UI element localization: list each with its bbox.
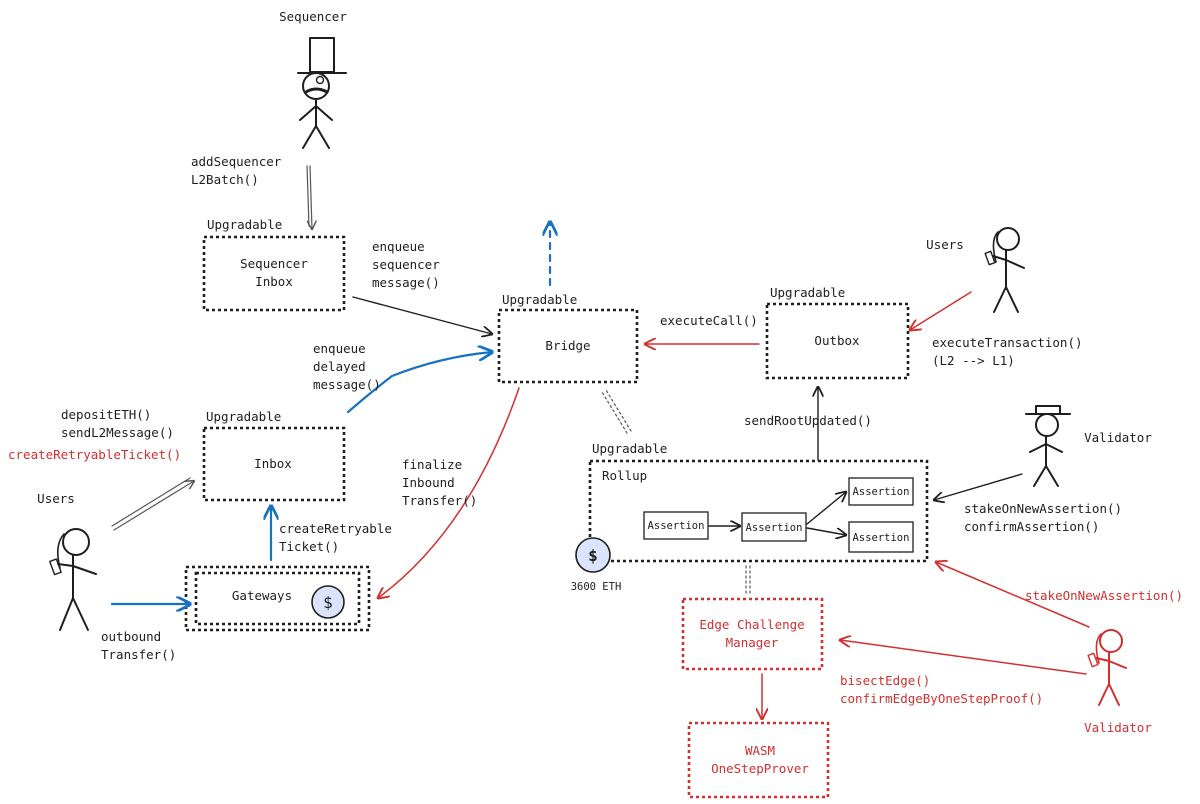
rollup-bridge-dotted-link [601,391,628,434]
assertion-label: Assertion [648,520,705,532]
rollup-label: Rollup [602,468,647,483]
edge-challenge-manager-line1: Edge Challenge [699,617,804,632]
assertion-link-arrow [806,527,846,535]
assertion-label: Assertion [853,532,910,544]
stick-figure-top-hat-icon [1025,405,1071,487]
inbox-to-bridge-arrow [346,352,492,414]
assertion-label: Assertion [746,522,803,534]
validator-bottom-label: Validator [1084,720,1152,735]
stick-figure-user-phone-icon [984,227,1025,313]
validator-to-rollup-arrow [934,473,1023,500]
enqueue-sequencer-label-3: message() [372,275,440,290]
enqueue-delayed-label-3: message() [313,377,381,392]
stick-figure-top-hat-icon [297,37,347,149]
finalize-inbound-label-1: finalize [402,457,462,472]
wasm-one-step-prover-line1: WASM [745,743,775,758]
sequencer-to-sequencer-inbox-arrow [306,165,310,227]
stick-figure-user-phone-icon [49,528,97,631]
sequencer-inbox-to-bridge-arrow [352,296,492,334]
enqueue-sequencer-label-1: enqueue [372,239,425,254]
inbox-box [202,426,346,502]
enqueue-delayed-label-2: delayed [313,359,366,374]
dollar-coin-icon: $ [311,585,345,619]
users-to-inbox-arrow [111,477,191,527]
rollup-balance: 3600 ETH [571,581,622,593]
wasm-one-step-prover-line2: OneStepProver [711,761,809,776]
send-l2-message-label: sendL2Message() [61,425,174,440]
dollar-coin-symbol: $ [323,593,333,612]
finalize-inbound-label-2: Inbound [402,475,455,490]
execute-call-label: executeCall() [660,313,758,328]
rollup-upgradable-tag: Upgradable [592,441,667,456]
bridge-label: Bridge [545,338,590,353]
outbox-label: Outbox [814,333,860,348]
outbound-transfer-label-1: outbound [101,629,161,644]
assertion-box [741,512,807,542]
sequencer-to-sequencer-inbox-arrow [310,165,312,229]
rollup-bridge-dotted-link [605,389,632,432]
send-root-updated-label: sendRootUpdated() [744,413,872,428]
bridge-to-gateways-arrow [378,387,520,598]
edge-challenge-manager-line2: Manager [726,635,779,650]
outbox-box [765,302,910,380]
users-left-label: Users [37,491,75,506]
assertion-label: Assertion [853,486,910,498]
confirm-assertion-label: confirmAssertion() [964,519,1099,534]
validator-to-rollup-red-arrow [936,562,1090,628]
create-retryable-ticket-label-1: createRetryable [279,521,392,536]
assertion-box [848,477,914,506]
users-top-right-label: Users [926,237,964,252]
users-to-outbox-arrow [910,291,972,330]
add-sequencer-label-1: addSequencer [191,154,282,169]
sequencer-inbox-upgradable-tag: Upgradable [207,217,282,232]
gateways-label: Gateways [232,588,292,603]
add-sequencer-label-2: L2Batch() [191,172,259,187]
execute-transaction-label-2: (L2 --> L1) [932,353,1015,368]
create-retryable-ticket-red-label: createRetryableTicket() [8,447,181,462]
sequencer-inbox-label-line2: Inbox [255,274,293,289]
create-retryable-ticket-label-2: Ticket() [279,539,339,554]
sequencer-inbox-label-line1: Sequencer [240,256,308,271]
stake-on-new-assertion-label: stakeOnNewAssertion() [964,501,1122,516]
validator-to-edge-challenge-manager-arrow [840,640,1087,675]
execute-transaction-label-1: executeTransaction() [932,335,1083,350]
stick-figure-user-phone-icon [1087,629,1127,706]
inbox-label: Inbox [254,456,292,471]
confirm-edge-label: confirmEdgeByOneStepProof() [840,691,1043,706]
gateways-box-outer [184,565,371,632]
assertion-box [848,521,914,553]
deposit-eth-label: depositETH() [61,407,151,422]
bridge-upgradable-tag: Upgradable [502,292,577,307]
bridge-box [497,308,639,384]
inbox-upgradable-tag: Upgradable [206,409,281,424]
assertion-link-arrow [806,492,846,525]
bisect-edge-label: bisectEdge() [840,673,930,688]
gateways-box-inner [194,571,361,626]
users-to-inbox-arrow [113,481,194,531]
wasm-one-step-prover-box [687,721,830,799]
enqueue-sequencer-label-2: sequencer [372,257,440,272]
stake-on-new-assertion-red-label: stakeOnNewAssertion() [1025,588,1183,603]
rollup-box [588,459,929,563]
dollar-coin-icon: $ [575,537,611,573]
finalize-inbound-label-3: Transfer() [402,493,477,508]
assertion-box [643,511,709,540]
dollar-coin-symbol: $ [588,546,598,565]
validator-right-label: Validator [1084,430,1152,445]
outbox-upgradable-tag: Upgradable [770,285,845,300]
enqueue-delayed-label-1: enqueue [313,341,366,356]
sequencer-inbox-box [202,235,346,312]
outbound-transfer-label-2: Transfer() [101,647,176,662]
edge-challenge-manager-box [681,597,824,671]
sequencer-actor-label: Sequencer [279,9,347,24]
